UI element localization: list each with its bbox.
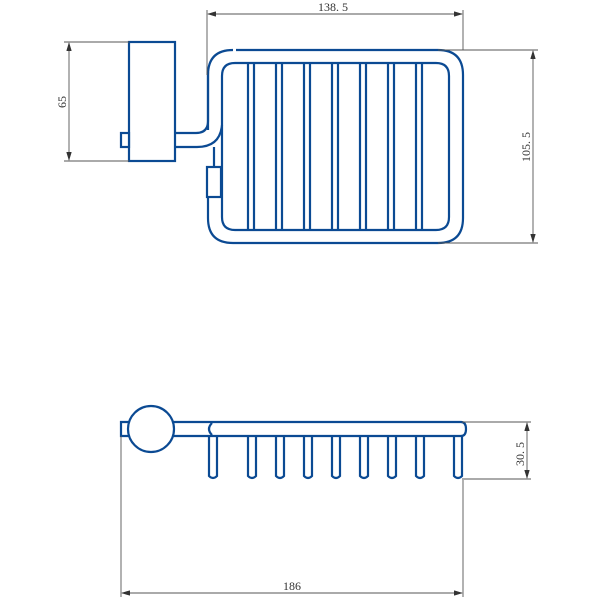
dimension-label-height: 105. 5 <box>519 132 533 162</box>
side-view: 30. 5 186 <box>119 404 531 597</box>
dimension-label-mount-height: 65 <box>55 96 69 108</box>
tine <box>274 436 286 480</box>
basket-bar <box>386 63 396 230</box>
tine <box>386 436 398 480</box>
basket-bar <box>330 63 340 230</box>
basket-bar <box>274 63 284 230</box>
basket-bar <box>246 63 256 230</box>
frame-clip <box>205 165 223 199</box>
dimension-height: 105. 5 <box>438 49 538 244</box>
dimension-overall-length: 186 <box>120 436 464 597</box>
set-screw <box>119 131 131 149</box>
tine <box>246 436 258 480</box>
rail-joint <box>207 422 213 436</box>
basket-bar <box>414 63 424 230</box>
dimension-label-overall-length: 186 <box>283 579 301 593</box>
dimension-mount-height: 65 <box>55 41 129 162</box>
mount-circle <box>126 404 176 454</box>
tine <box>207 436 219 480</box>
basket-bar <box>302 63 312 230</box>
dimension-depth: 30. 5 <box>462 421 531 480</box>
basket-inner-frame <box>220 61 451 232</box>
top-view: 138. 5 105. 5 65 <box>55 0 538 245</box>
arm-lower <box>175 124 224 149</box>
wall-mount-block <box>127 40 177 163</box>
dimension-label-width: 138. 5 <box>318 0 348 14</box>
basket-outer-frame <box>206 48 465 245</box>
dimension-label-depth: 30. 5 <box>513 442 527 466</box>
tine <box>330 436 342 480</box>
dimension-width: 138. 5 <box>206 0 464 75</box>
tine <box>358 436 370 480</box>
basket-bars <box>246 63 424 230</box>
basket-tines <box>207 436 464 480</box>
basket-bar <box>358 63 368 230</box>
arm-upper <box>175 72 210 135</box>
tine <box>452 436 464 480</box>
tine <box>414 436 426 480</box>
tine <box>302 436 314 480</box>
